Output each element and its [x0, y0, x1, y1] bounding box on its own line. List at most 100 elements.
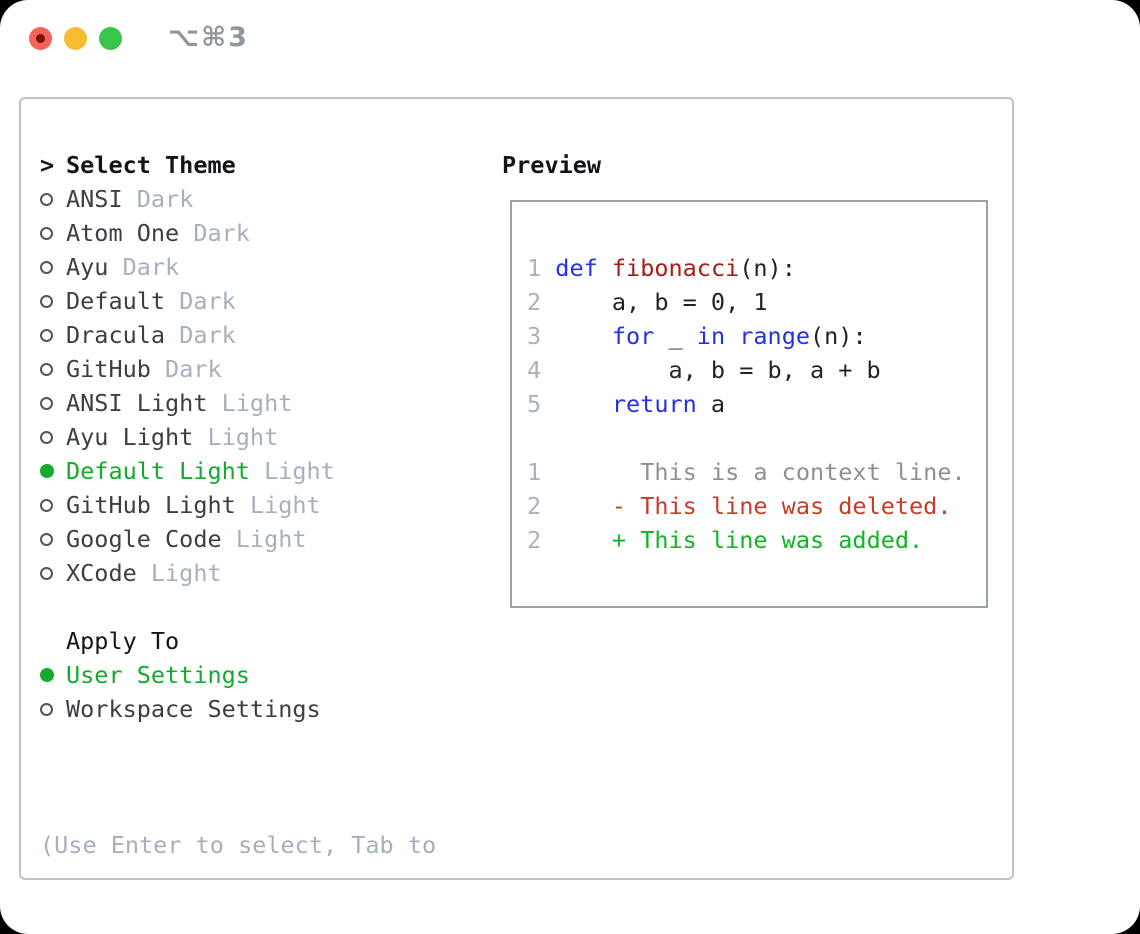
radio-marker: [40, 702, 66, 716]
theme-name: Default: [66, 287, 180, 315]
code-segment: (n):: [810, 322, 867, 350]
code-segment: (n):: [739, 254, 796, 282]
theme-name: Ayu: [66, 253, 123, 281]
theme-option-ayu-light[interactable]: Ayu Light Light: [40, 420, 436, 454]
radio-marker: [40, 532, 66, 546]
theme-variant: Light: [150, 559, 222, 587]
code-segment: 3: [527, 322, 556, 350]
code-segment: fibonacci: [611, 254, 740, 282]
radio-unselected-icon: [40, 362, 53, 376]
code-segment: in: [696, 322, 726, 350]
apply-option-workspace-settings[interactable]: Workspace Settings: [40, 692, 436, 726]
theme-name: ANSI Light: [66, 389, 222, 417]
theme-option-google-code[interactable]: Google Code Light: [40, 522, 436, 556]
theme-name: Dracula: [66, 321, 180, 349]
apply-option-label: Workspace Settings: [66, 695, 321, 723]
zoom-button[interactable]: [99, 27, 122, 50]
minimize-button[interactable]: [64, 27, 87, 50]
hint-text: (Use Enter to select, Tab to change focu…: [40, 760, 436, 934]
theme-option-default-light[interactable]: Default Light Light: [40, 454, 436, 488]
theme-variant: Light: [221, 389, 293, 417]
theme-option-default[interactable]: Default Dark: [40, 284, 436, 318]
close-button[interactable]: [29, 27, 52, 50]
theme-variant: Light: [249, 491, 321, 519]
radio-marker: [40, 328, 66, 342]
theme-option-xcode[interactable]: XCode Light: [40, 556, 436, 590]
hint-line-2: change focus): [40, 930, 436, 934]
code-segment: a, b = 0, 1: [555, 288, 768, 316]
select-theme-header: > Select Theme: [40, 148, 436, 182]
theme-variant: Light: [235, 525, 307, 553]
code-segment: [725, 322, 739, 350]
preview-section: Preview 1 def fibonacci(n):2 a, b = 0, 1…: [502, 148, 988, 608]
preview-header: Preview: [502, 148, 988, 182]
theme-variant: Dark: [136, 185, 194, 213]
code-segment: _: [654, 322, 697, 350]
code-line: 5 return a: [527, 387, 986, 421]
radio-marker: [40, 396, 66, 410]
code-line: 2 + This line was added.: [527, 523, 986, 557]
radio-marker: [40, 192, 66, 206]
radio-marker: [40, 362, 66, 376]
apply-option-user-settings[interactable]: User Settings: [40, 658, 436, 692]
code-line: 3 for _ in range(n):: [527, 319, 986, 353]
code-segment: 2: [527, 492, 542, 520]
code-segment: 1: [527, 254, 556, 282]
radio-marker: [40, 260, 66, 274]
radio-marker: [40, 226, 66, 240]
select-theme-label: Select Theme: [66, 151, 236, 179]
theme-variant: Light: [207, 423, 279, 451]
radio-unselected-icon: [40, 532, 53, 546]
code-segment: [541, 526, 612, 554]
theme-variant: Dark: [193, 219, 250, 247]
radio-marker: [40, 668, 66, 682]
hint-line-1: (Use Enter to select, Tab to: [40, 831, 437, 859]
code-line: 1 This is a context line.: [527, 455, 986, 489]
code-segment: 2: [527, 288, 556, 316]
code-segment: 2: [527, 526, 542, 554]
code-segment: This is a context line.: [640, 458, 966, 486]
theme-variant: Dark: [179, 287, 236, 315]
code-segment: 4: [527, 356, 556, 384]
code-segment: [541, 458, 640, 486]
close-dot-icon: [36, 34, 45, 43]
theme-name: Ayu Light: [66, 423, 208, 451]
theme-name: GitHub: [66, 355, 166, 383]
theme-variant: Dark: [165, 355, 222, 383]
code-segment: range: [739, 322, 810, 350]
radio-unselected-icon: [40, 396, 53, 410]
radio-unselected-icon: [40, 498, 53, 512]
apply-option-label: User Settings: [66, 661, 250, 689]
radio-unselected-icon: [40, 226, 53, 240]
code-segment: - This line was deleted.: [611, 492, 952, 520]
code-segment: [555, 390, 612, 418]
theme-name: GitHub Light: [66, 491, 250, 519]
radio-marker: [40, 498, 66, 512]
theme-option-ayu[interactable]: Ayu Dark: [40, 250, 436, 284]
code-segment: 1: [527, 458, 542, 486]
cursor-arrow-icon: >: [40, 151, 55, 179]
radio-marker: [40, 294, 66, 308]
theme-variant: Dark: [179, 321, 236, 349]
code-segment: [598, 254, 612, 282]
radio-unselected-icon: [40, 260, 53, 274]
theme-option-atom-one[interactable]: Atom One Dark: [40, 216, 436, 250]
theme-option-github-light[interactable]: GitHub Light Light: [40, 488, 436, 522]
radio-selected-icon: [40, 668, 54, 682]
theme-option-github[interactable]: GitHub Dark: [40, 352, 436, 386]
radio-selected-icon: [40, 464, 54, 478]
theme-option-ansi[interactable]: ANSI Dark: [40, 182, 436, 216]
code-segment: + This line was added.: [611, 526, 924, 554]
theme-name: Default Light: [66, 457, 265, 485]
theme-option-dracula[interactable]: Dracula Dark: [40, 318, 436, 352]
code-segment: def: [555, 254, 598, 282]
code-line: 2 a, b = 0, 1: [527, 285, 986, 319]
apply-to-label: Apply To: [66, 627, 180, 655]
theme-option-ansi-light[interactable]: ANSI Light Light: [40, 386, 436, 420]
apply-to-header: Apply To: [40, 624, 436, 658]
code-segment: [555, 322, 612, 350]
theme-name: Atom One: [66, 219, 194, 247]
